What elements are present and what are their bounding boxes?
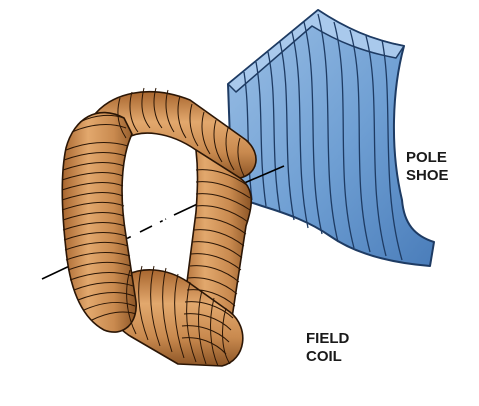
- coil-bottom-windings: [126, 265, 231, 367]
- coil-left-windings: [61, 114, 137, 321]
- coil-top-windings: [117, 87, 245, 177]
- pole-shoe-laminations: [243, 13, 403, 261]
- field-coil: [61, 87, 257, 367]
- pole-shoe-label-line2: SHOE: [406, 167, 449, 184]
- pole-shoe-label-line1: POLE: [406, 149, 447, 166]
- pole-shoe-label: POLE SHOE: [406, 149, 449, 185]
- coil-right-windings: [181, 169, 251, 355]
- field-coil-label-line2: COIL: [306, 348, 342, 365]
- pole-shoe: [227, 9, 435, 267]
- field-coil-label-line1: FIELD: [306, 330, 350, 347]
- field-coil-label: FIELD COIL: [306, 330, 349, 366]
